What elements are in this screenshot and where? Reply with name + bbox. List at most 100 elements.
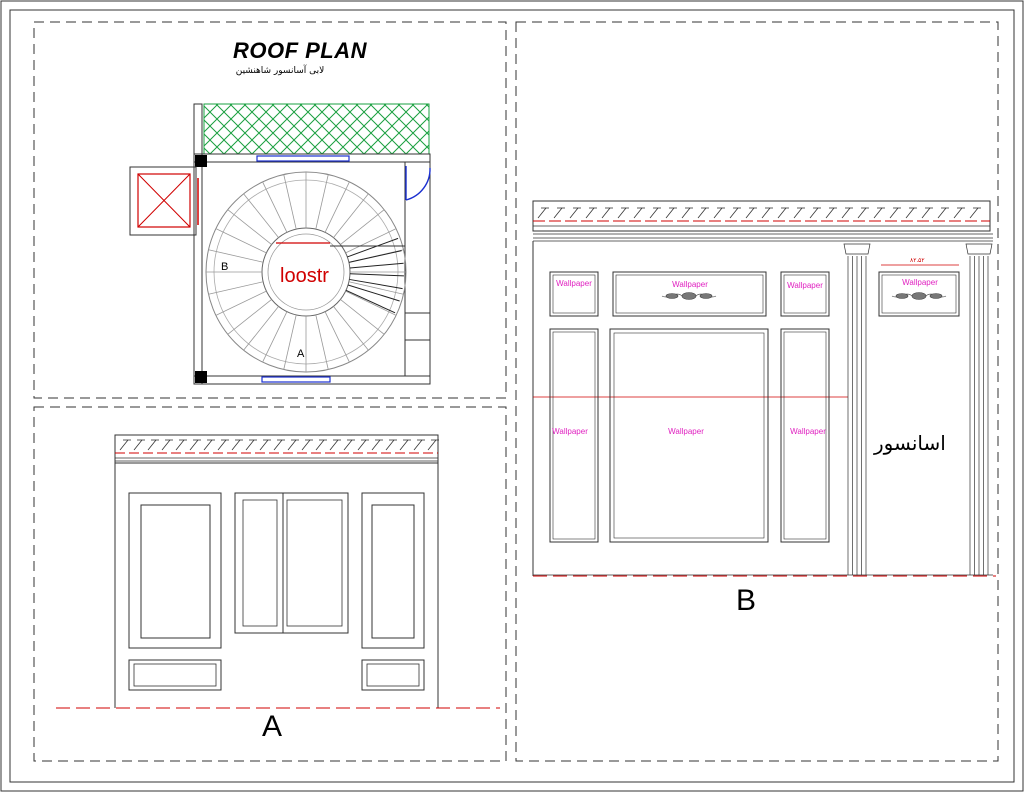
elev-a-hatch-stroke — [273, 439, 283, 451]
elev-b-panel-upper-1-inner — [552, 274, 596, 314]
stair-tread — [315, 174, 329, 230]
stair-core — [267, 233, 345, 311]
elev-b-hatch-stroke — [553, 207, 563, 219]
plan-window-bottom — [261, 376, 331, 383]
stair-tread — [333, 306, 369, 351]
wallpaper-label-3: Wallpaper — [787, 281, 823, 290]
stair-tread — [243, 193, 279, 238]
stair-label: loostr — [280, 265, 329, 287]
elevation-b-label: B — [736, 584, 757, 617]
elev-a-panel-right — [361, 492, 425, 649]
elev-b-hatch-stroke — [857, 207, 867, 219]
elev-b-hatch-stroke — [649, 207, 659, 219]
elev-b-hatch-stroke — [825, 207, 835, 219]
plan-marker-b: B — [221, 261, 229, 273]
wallpaper-label-7: Wallpaper — [790, 427, 826, 436]
elev-b-hatch-stroke — [921, 207, 931, 219]
elev-b-panel-lower-1-inner — [552, 331, 596, 540]
stair-tread — [348, 281, 404, 295]
elev-a-panel-right-inner — [371, 504, 415, 639]
stair-tread — [340, 299, 385, 335]
stair-tread — [262, 181, 288, 233]
elevator-dimension: ۸۲.۵۲ — [910, 258, 925, 264]
stair-tread-dark — [347, 237, 399, 258]
elev-a-hatch-stroke — [175, 439, 185, 451]
elev-b-panel-lower-2-inner — [613, 332, 765, 539]
elev-b-hatch-stroke — [729, 207, 739, 219]
elev-a-hatch-stroke — [385, 439, 395, 451]
stair-tread-dark — [348, 250, 402, 263]
elev-a-hatch-stroke — [301, 439, 311, 451]
elev-b-hatch-stroke — [969, 207, 979, 219]
elev-b-hatch-stroke — [585, 207, 595, 219]
elev-a-hatch-stroke — [245, 439, 255, 451]
elev-b-cornice — [532, 200, 991, 232]
stair-tread — [227, 299, 272, 335]
elev-b-panel-upper-3 — [780, 271, 830, 317]
elev-a-hatch-stroke — [371, 439, 381, 451]
elev-a-hatch-stroke — [315, 439, 325, 451]
viewport-elevation-a — [33, 406, 507, 762]
elev-a-hatch-stroke — [161, 439, 171, 451]
elev-b-hatch-stroke — [697, 207, 707, 219]
ornament-upper-center — [661, 292, 717, 300]
elevation-a-label: A — [262, 710, 283, 743]
elev-a-panel-left — [128, 492, 222, 649]
elev-b-hatch-stroke — [681, 207, 691, 219]
elev-b-hatch-stroke — [537, 207, 547, 219]
stair-tread — [283, 174, 297, 230]
stair-tread — [208, 249, 264, 263]
stair-tread — [345, 228, 397, 254]
wallpaper-label-5: Wallpaper — [552, 427, 588, 436]
elev-a-door-leaf-right — [286, 499, 343, 627]
wallpaper-label-6: Wallpaper — [668, 427, 704, 436]
elev-a-panel-left-inner — [140, 504, 211, 639]
elev-b-hatch-stroke — [761, 207, 771, 219]
stair-tread — [345, 290, 397, 316]
ornament-elevator — [891, 292, 947, 300]
elev-a-cornice — [114, 434, 439, 464]
elev-b-hatch-stroke — [809, 207, 819, 219]
elev-a-panel-left-low — [128, 659, 222, 691]
elev-a-hatch-stroke — [203, 439, 213, 451]
elev-a-door-leaf-left — [242, 499, 278, 627]
roof-plan-drawing — [129, 103, 431, 385]
plan-column-top — [195, 155, 207, 167]
elevation-b-drawing — [532, 200, 996, 577]
elev-b-elevator-panel — [878, 271, 960, 317]
elev-a-hatch-stroke — [147, 439, 157, 451]
elev-b-hatch-stroke — [953, 207, 963, 219]
elev-b-panel-lower-3-inner — [783, 331, 827, 540]
stair-tread — [262, 311, 288, 363]
stair-tread — [227, 209, 272, 245]
elev-a-panel-right-low — [361, 659, 425, 691]
stair-treads — [206, 172, 406, 372]
elev-b-hatch-stroke — [601, 207, 611, 219]
wallpaper-label-2: Wallpaper — [672, 280, 708, 289]
elev-b-hatch-stroke — [745, 207, 755, 219]
elevator-label: اسانسور — [874, 431, 946, 455]
pilaster-capital — [965, 243, 993, 255]
elev-a-hatch-stroke — [287, 439, 297, 451]
plan-wall-bottom — [193, 375, 431, 385]
wallpaper-label-1: Wallpaper — [556, 279, 592, 288]
stair-tread — [333, 193, 369, 238]
plan-elevator-cross — [137, 173, 191, 228]
elev-b-hatch-stroke — [873, 207, 883, 219]
pilaster-capital — [843, 243, 871, 255]
elev-b-panel-upper-2-inner — [615, 274, 764, 314]
elev-b-panel-lower-3 — [780, 328, 830, 543]
elev-b-panel-upper-3-inner — [783, 274, 827, 314]
elev-a-hatch-stroke — [427, 439, 437, 451]
elev-b-hatch-stroke — [793, 207, 803, 219]
stair-tread-dark — [349, 278, 403, 290]
viewport-roof-plan — [33, 21, 507, 399]
stair-tread — [283, 314, 297, 370]
elev-b-panel-lower-1 — [549, 328, 599, 543]
stair-tread — [324, 311, 350, 363]
plan-elevator-cabin — [137, 173, 191, 228]
viewport-elevation-b — [515, 21, 999, 762]
elev-a-hatch-stroke — [357, 439, 367, 451]
elev-a-hatch-stroke — [343, 439, 353, 451]
